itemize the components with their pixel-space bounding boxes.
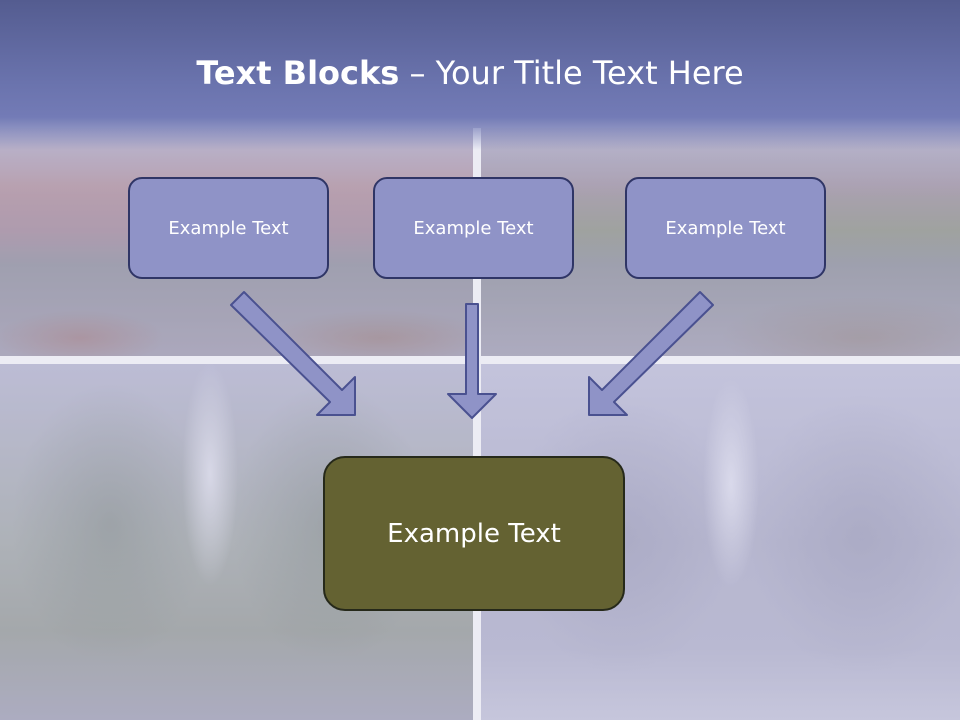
title-rest: Your Title Text Here bbox=[435, 54, 744, 92]
text-block-center[interactable]: Example Text bbox=[323, 456, 625, 611]
text-block-left[interactable]: Example Text bbox=[128, 177, 329, 279]
arrow-middle-to-center bbox=[447, 303, 497, 419]
arrow-left-to-center bbox=[230, 291, 356, 416]
text-block-left-label: Example Text bbox=[168, 217, 289, 239]
text-block-middle[interactable]: Example Text bbox=[373, 177, 574, 279]
text-block-right[interactable]: Example Text bbox=[625, 177, 826, 279]
arrow-right-to-center bbox=[588, 291, 714, 416]
title-separator: – bbox=[399, 54, 436, 92]
text-block-center-label: Example Text bbox=[387, 518, 561, 549]
slide-title[interactable]: Text Blocks – Your Title Text Here bbox=[0, 54, 940, 92]
horizontal-divider bbox=[0, 356, 960, 364]
title-band bbox=[0, 0, 960, 150]
text-block-middle-label: Example Text bbox=[413, 217, 534, 239]
vertical-divider bbox=[473, 128, 481, 720]
title-bold-part: Text Blocks bbox=[196, 54, 400, 92]
text-block-right-label: Example Text bbox=[665, 217, 786, 239]
